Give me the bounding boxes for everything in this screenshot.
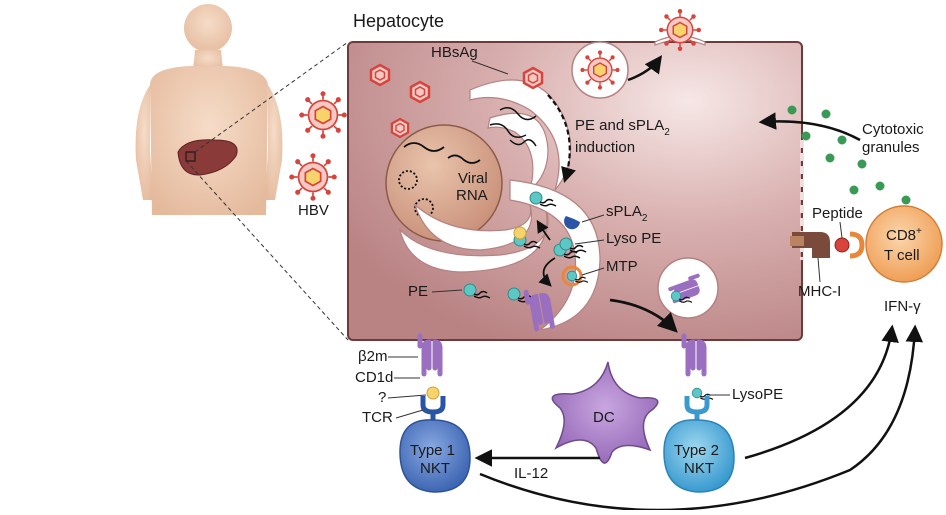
tcr-label: TCR [362,409,393,426]
mhc-i-label: MHC-I [798,283,841,300]
viral-rna-label-1: Viral [458,170,488,187]
pe-spla2-induction-label: PE and sPLA2 [575,117,670,138]
induction-label: induction [575,139,635,156]
human-body-illustration [135,4,349,341]
nucleus: Viral RNA [385,124,503,242]
hbsag-label: HBsAg [431,44,478,61]
viral-rna-label-2: RNA [456,187,488,204]
type1-nkt-cell [399,419,471,493]
mhc-i-complex [790,231,865,259]
peptide-label: Peptide [812,205,863,222]
type2-nkt-cell [663,419,735,493]
cd8-t-cell [865,205,943,283]
il12-label: IL-12 [514,465,548,482]
unknown-lipid-antigen [426,386,440,400]
surface-cd1d-type2 [684,336,704,374]
unknown-antigen-label: ? [378,389,386,406]
hepatocyte-title: Hepatocyte [353,11,444,31]
cd1d-vesicle [657,257,719,319]
type2-nkt-label-2: NKT [684,460,714,477]
induction-arrow [547,94,576,183]
cd8-label: CD8+ [886,226,922,244]
hbsag-leader-line [471,60,509,75]
cd1d-label: CD1d [355,369,393,386]
budding-vesicle [571,41,629,99]
lipid-transfer-arrow-2 [536,219,551,241]
exocytosis-arrow [609,298,678,333]
lipid-molecules [463,191,581,303]
surface-cd1d-type1 [420,336,440,374]
type2-to-ifn-arrow [744,324,899,460]
lyso-pe-label: Lyso PE [606,230,661,247]
dendritic-cell [551,361,659,464]
type2-nkt-label-1: Type 2 [674,442,719,459]
hbv-virus-outside-1 [298,90,348,140]
released-hbv-virus [654,8,706,52]
lysope-label: LysoPE [732,386,783,403]
mtp-protein [561,265,589,287]
lysope-antigen [691,387,714,400]
hbv-label: HBV [298,202,329,219]
zoom-guide-lines [185,41,349,341]
budding-arrow [627,55,663,82]
granule-arrow [758,112,861,142]
endoplasmic-reticulum [398,79,601,331]
viral-rna-strands [489,107,537,147]
cytotoxic-label-1: Cytotoxic [862,121,924,138]
t-cell-label: T cell [884,247,920,264]
type1-nkt-label-2: NKT [420,460,450,477]
mtp-label: MTP [606,258,638,275]
ifn-gamma-label: IFN-γ [884,298,921,315]
hbv-virus-outside-2 [288,152,338,202]
b2m-label: β2m [358,348,387,365]
type1-to-ifn-arrow [479,324,924,512]
pe-label: PE [408,283,428,300]
type1-nkt-label-1: Type 1 [410,442,455,459]
spla2-enzyme [564,216,580,230]
lipid-transfer-arrow [538,257,556,287]
dc-label: DC [593,409,615,426]
tcr-type2 [684,396,710,415]
cytotoxic-label-2: granules [862,139,920,156]
spla2-label: sPLA2 [606,203,648,224]
